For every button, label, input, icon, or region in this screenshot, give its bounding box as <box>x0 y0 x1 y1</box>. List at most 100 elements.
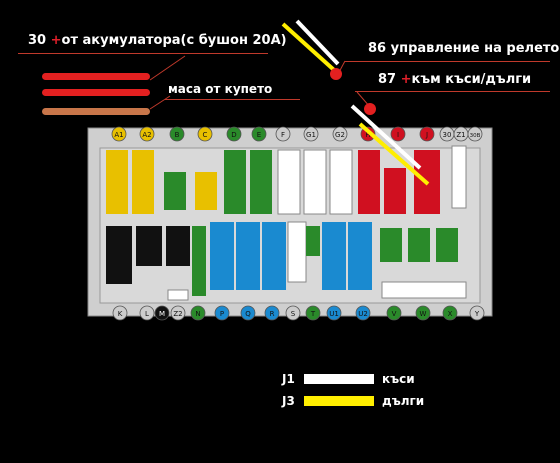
pin-label-p: P <box>220 310 224 318</box>
pin-l <box>139 305 155 321</box>
legend-j1-id: J1 <box>282 372 295 386</box>
relay-block-c <box>195 172 217 210</box>
pin-label-b: B <box>175 131 180 139</box>
relay-block-h <box>358 150 380 214</box>
ground-label-underline <box>165 99 300 100</box>
fuse-strip <box>381 281 467 299</box>
pin-x <box>442 305 458 321</box>
relay-block-a1 <box>106 150 128 214</box>
relay-block-v <box>380 228 402 262</box>
relay-block-n <box>192 226 206 296</box>
pin-label-u2: U2 <box>358 310 368 318</box>
ground-label: маса от купето <box>168 82 272 96</box>
relay-blocks-upper <box>106 145 467 215</box>
battery-label-num: 30 <box>28 33 47 48</box>
pin-m <box>154 305 170 321</box>
relay-86-dot <box>330 68 342 80</box>
pin-w <box>415 305 431 321</box>
pin-label-r: R <box>270 310 275 318</box>
pin-v <box>386 305 402 321</box>
pin-label-y: Y <box>474 310 480 318</box>
ground-label-text: маса от купето <box>168 82 273 96</box>
pin-label-m: M <box>159 310 165 318</box>
relay-control-label: 86 управление на релето <box>368 41 559 56</box>
relay-block-u2 <box>348 222 372 290</box>
legend-j1-label: къси <box>382 372 415 386</box>
pin-label-j: J <box>425 131 428 139</box>
pin-label-t: T <box>310 310 316 318</box>
pin-label-a2: A2 <box>142 131 151 139</box>
pin-label-n: N <box>195 310 200 318</box>
pin-label-f: F <box>281 131 285 139</box>
pin-label-x: X <box>448 310 453 318</box>
pin-s <box>285 305 301 321</box>
relay-block-z2 <box>167 289 189 301</box>
pin-label-s: S <box>291 310 296 318</box>
yellow-wire-top <box>281 22 336 72</box>
relay-block-b <box>164 172 186 210</box>
relay-87-dot <box>364 103 376 115</box>
relay-block-q <box>236 222 260 290</box>
pin-d <box>226 126 242 142</box>
pin-y <box>469 305 485 321</box>
pin-e <box>251 126 267 142</box>
legend-j3-label: дълги <box>382 394 425 408</box>
pin-q <box>240 305 256 321</box>
pin-t <box>305 305 321 321</box>
pin-p <box>214 305 230 321</box>
battery-label-plus: + <box>50 33 62 48</box>
pin-label-30: 30 <box>443 131 452 139</box>
pin-n <box>190 305 206 321</box>
pin-z2 <box>170 305 186 321</box>
output-label-plus: + <box>400 72 412 87</box>
relay-block-g1 <box>303 149 327 215</box>
pin-label-d: D <box>231 131 236 139</box>
pin-label-a1: A1 <box>114 131 123 139</box>
pin-label-w: W <box>420 310 427 318</box>
relay-block-e <box>250 150 272 214</box>
pin-a2 <box>139 126 155 142</box>
relay-block-f <box>277 149 301 215</box>
leader-battery <box>149 55 186 81</box>
pin-j <box>419 126 435 142</box>
relay-block-r <box>262 222 286 290</box>
relay-block-l <box>136 226 162 266</box>
output-label-text: към къси/дълги <box>411 72 532 87</box>
relay-block-a2 <box>132 150 154 214</box>
white-wire-relay <box>350 104 422 170</box>
relay-block-w <box>408 228 430 262</box>
pin-b <box>169 126 185 142</box>
red-wire-1 <box>42 73 150 80</box>
relay-control-label-text: 86 управление на релето <box>368 41 560 56</box>
pin-label-v: V <box>392 310 397 318</box>
pin-r <box>264 305 280 321</box>
pin-label-i: I <box>397 131 399 139</box>
battery-label-text: от акумулатора(с бушон 20А) <box>61 33 287 48</box>
legend-j3-bar <box>304 396 374 406</box>
pin-label-h: H <box>365 131 370 139</box>
pin-c <box>197 126 213 142</box>
yellow-wire-relay <box>358 122 430 186</box>
pin-g2 <box>332 126 348 142</box>
relay-block-k <box>106 226 132 284</box>
pin-label-u1: U1 <box>329 310 339 318</box>
pin-i <box>390 126 406 142</box>
relay-block-t <box>306 226 320 256</box>
relay-block-g2 <box>329 149 353 215</box>
pin-label-z2: Z2 <box>173 310 182 318</box>
relay-block-m <box>166 226 190 266</box>
pin-u2 <box>355 305 371 321</box>
pin-k <box>112 305 128 321</box>
pin-a1 <box>111 126 127 142</box>
pin-label-z1: Z1 <box>456 131 465 139</box>
relay-block-30 <box>451 145 467 209</box>
relay-block-i <box>384 168 406 214</box>
red-wire-2 <box>42 89 150 96</box>
leader-ground <box>149 95 171 110</box>
pin-label-c: C <box>203 131 208 139</box>
relay-block-p <box>210 222 234 290</box>
relay-control-underline <box>345 61 550 62</box>
